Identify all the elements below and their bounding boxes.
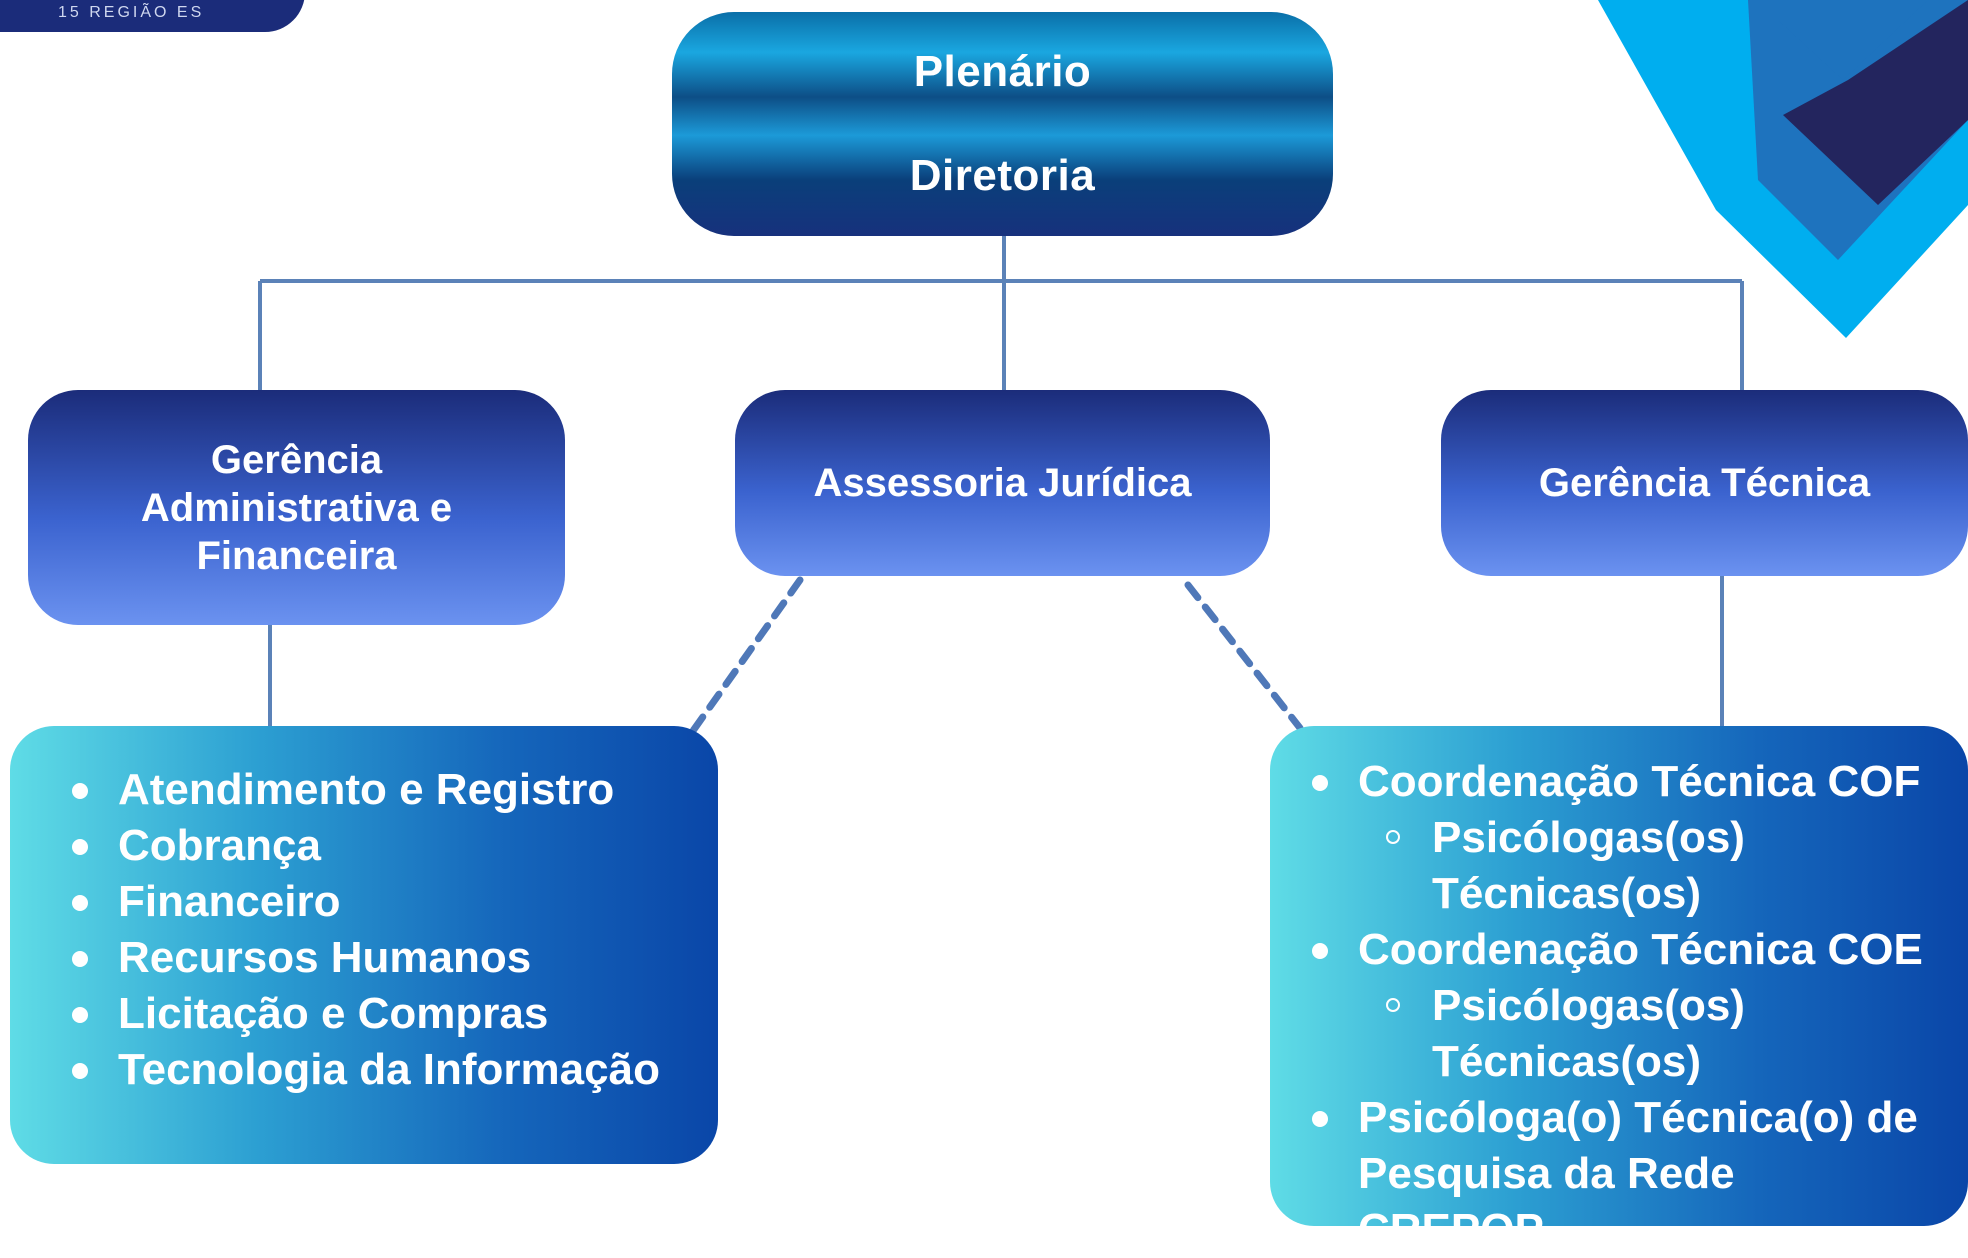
assessoria-juridica-label: Assessoria Jurídica [813,461,1192,505]
connector-lines [258,236,1744,739]
sub-list-item: Psicólogas(os) Técnicas(os) [1306,978,1772,1090]
technical-units-list-box: Coordenação Técnica COF Psicólogas(os) T… [1270,726,1968,1254]
list-item: Cobrança [66,818,718,874]
plenario-label: Plenário [913,47,1092,96]
corner-chevron-decoration [1598,0,1968,338]
assessoria-juridica-box: Assessoria Jurídica [735,390,1270,576]
list-item-crepop: Psicóloga(o) Técnica(o) de Pesquisa da R… [1306,1090,1918,1258]
list-item-cof: Coordenação Técnica COF [1306,754,1968,810]
plenario-diretoria-box: Plenário Diretoria [672,12,1333,236]
gerencia-administrativa-financeira-label: Gerência Administrativa e Financeira [140,437,453,578]
administrative-units-list: Atendimento e Registro Cobrança Financei… [66,762,718,1098]
list-item: Licitação e Compras [66,986,718,1042]
technical-units-list: Coordenação Técnica COF Psicólogas(os) T… [1306,754,1968,1258]
list-item: Financeiro [66,874,718,930]
list-item: Atendimento e Registro [66,762,718,818]
gerencia-administrativa-financeira-box: Gerência Administrativa e Financeira [28,390,565,625]
administrative-units-list-box: Atendimento e Registro Cobrança Financei… [10,726,718,1164]
sub-list-item: Psicólogas(os) Técnicas(os) [1306,810,1772,922]
list-item: Tecnologia da Informação [66,1042,718,1098]
list-item-coe: Coordenação Técnica COE [1306,922,1968,978]
logo-tab-text: 15 REGIÃO ES [58,4,205,21]
list-item: Recursos Humanos [66,930,718,986]
diretoria-label: Diretoria [909,151,1096,200]
gerencia-tecnica-label: Gerência Técnica [1538,461,1871,505]
logo-tab: 15 REGIÃO ES [0,0,305,32]
gerencia-tecnica-box: Gerência Técnica [1441,390,1968,576]
